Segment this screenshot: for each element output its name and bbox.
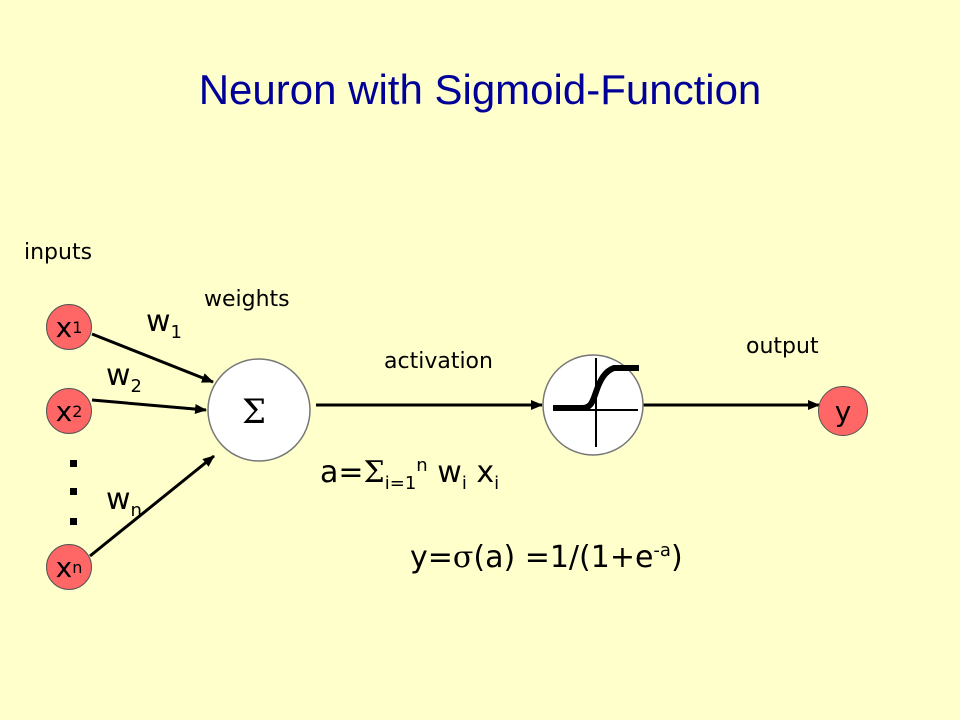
output-formula: y=σ(a) =1/(1+e-a): [410, 540, 683, 575]
weight-wn-sub: n: [130, 500, 142, 521]
sigmoid-curve-icon: [553, 365, 639, 411]
input-x1-sub: 1: [72, 317, 83, 337]
input-x2-base: x: [55, 394, 73, 428]
edge-x2-sum: [91, 398, 207, 415]
weight-w2-sub: 2: [130, 376, 142, 397]
output-formula-sigma: σ: [452, 540, 474, 575]
activation-formula-w: w: [437, 455, 462, 490]
activation-formula-sigma: Σ: [363, 455, 385, 490]
edge-x1-sum: [91, 332, 214, 384]
inputs-label: inputs: [24, 240, 93, 265]
output-label: output: [746, 334, 819, 359]
input-x2-sub: 2: [72, 401, 83, 421]
activation-formula-x-sub: i: [494, 473, 500, 494]
weight-w1-sub: 1: [170, 322, 182, 343]
output-formula-mid: (a) =1/(1+e: [473, 540, 654, 575]
output-node-y: y: [818, 386, 868, 436]
output-node-label: y: [834, 394, 852, 428]
output-formula-prefix: y=: [410, 540, 453, 575]
input-x1-base: x: [55, 310, 73, 344]
activation-formula-prefix: a=: [320, 455, 364, 490]
sum-symbol: Σ: [242, 392, 267, 432]
output-formula-end: ): [670, 540, 683, 575]
activation-formula-x: x: [476, 455, 495, 490]
edge-xn-sum: [89, 454, 215, 558]
input-xn-sub: n: [72, 557, 83, 577]
weight-wn-base: w: [106, 482, 131, 517]
activation-label: activation: [384, 349, 493, 374]
ellipsis-dot-3: [70, 518, 77, 525]
activation-formula: a=Σi=1n wi xi: [320, 455, 499, 494]
input-xn-base: x: [55, 550, 73, 584]
weight-w2: w2: [106, 358, 142, 397]
weight-w2-base: w: [106, 358, 131, 393]
activation-formula-w-sub: i: [461, 473, 467, 494]
page-title: Neuron with Sigmoid-Function: [198, 66, 762, 113]
weights-label: weights: [204, 287, 290, 312]
weight-w1: w1: [146, 304, 182, 343]
output-formula-exp: -a: [653, 540, 671, 561]
weight-wn: wn: [106, 482, 142, 521]
activation-formula-upper: n: [416, 455, 428, 476]
ellipsis-dot-2: [70, 488, 77, 495]
sum-node: [207, 358, 311, 462]
activation-formula-lower: i=1: [384, 473, 417, 494]
weight-w1-base: w: [146, 304, 171, 339]
ellipsis-dot-1: [70, 460, 77, 467]
